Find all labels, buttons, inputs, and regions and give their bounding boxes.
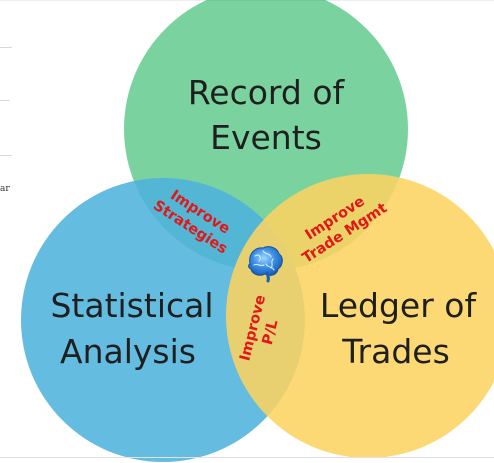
bottom-divider — [0, 457, 494, 458]
overlap-pl-line2: P/L — [260, 318, 282, 346]
brain-icon — [248, 246, 283, 283]
edge-text-fragment: ar — [0, 184, 10, 194]
edge-divider — [0, 155, 12, 156]
edge-divider — [0, 100, 10, 101]
circle-statistical-analysis — [21, 178, 305, 462]
ledger-label-line1: Ledger of — [320, 286, 478, 325]
statistical-label-line1: Statistical — [50, 286, 213, 325]
statistical-label-line2: Analysis — [60, 332, 196, 371]
edge-divider — [0, 47, 12, 48]
record-label-line1: Record of — [188, 73, 346, 112]
ledger-label-line2: Trades — [341, 332, 450, 371]
circle-ledger-of-trades — [226, 174, 494, 458]
record-label-line2: Events — [210, 118, 322, 157]
